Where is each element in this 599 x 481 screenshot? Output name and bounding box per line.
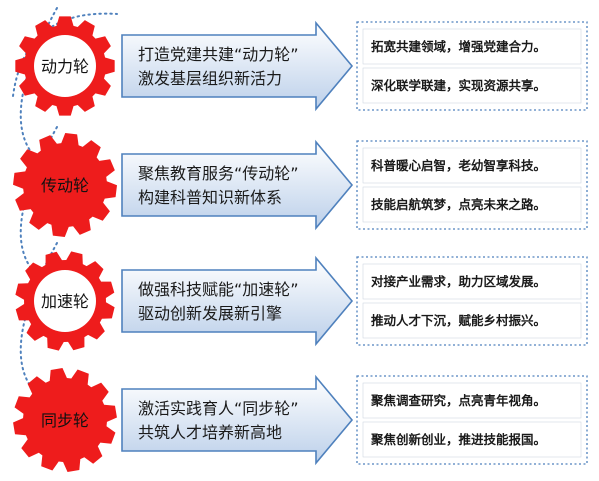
gear-label: 同步轮	[41, 411, 89, 430]
bullet-item-text: 深化联学联建，实现资源共享。	[371, 78, 546, 93]
gear-teeth-shape	[13, 133, 117, 237]
arrow-shape-2	[121, 139, 354, 231]
bullet-item-text: 聚焦调查研究，点亮青年视角。	[370, 393, 546, 408]
arrow-text-line: 激发基层组织新活力	[138, 69, 282, 88]
bullet-item-bg	[362, 147, 582, 184]
row-1: 动力轮 打造党建共建“动力轮” 激发基层组织新活力 拓宽共建领域，增强党建合力。深化联…	[15, 16, 588, 116]
gear-1: 动力轮	[15, 16, 115, 116]
gear-2: 传动轮	[13, 133, 117, 237]
gear-label: 动力轮	[41, 57, 89, 76]
arrow-text-line: 共筑人才培养新高地	[138, 423, 282, 442]
row-3: 加速轮 做强科技赋能“加速轮” 驱动创新发展新引擎 对接产业需求，助力区域发展。推动人…	[15, 251, 588, 351]
bullet-item-text: 聚焦创新创业，推进技能报国。	[370, 432, 546, 447]
connector-dotted-line-2	[19, 126, 58, 274]
bullet-item-bg	[362, 263, 582, 300]
bullet-item-bg	[362, 28, 582, 65]
bullet-box-2	[356, 140, 588, 230]
bullet-item-text: 拓宽共建领域，增强党建合力。	[371, 39, 546, 54]
gear-hub-circle	[34, 35, 96, 97]
arrow-text-line: 做强科技赋能“加速轮”	[138, 280, 299, 299]
arrow-text-line: 驱动创新发展新引擎	[138, 304, 282, 323]
gear-label: 传动轮	[41, 176, 89, 195]
bullet-item-text: 对接产业需求，助力区域发展。	[371, 274, 546, 289]
gear-3: 加速轮	[15, 251, 115, 351]
gear-hub-circle	[34, 270, 96, 332]
gear-teeth-shape	[13, 368, 117, 472]
bullet-item-bg	[362, 67, 582, 104]
bullet-box-4	[356, 375, 588, 465]
arrow-text-line: 打造党建共建“动力轮”	[138, 45, 299, 64]
bullet-item-text: 科普暖心启智，老幼智享科技。	[371, 158, 546, 173]
bullet-item-bg	[362, 302, 582, 339]
bullet-box-1	[356, 21, 588, 111]
row-2: 传动轮 聚焦教育服务“传动轮” 构建科普知识新体系 科普暖心启智，老幼智享科技。技能启…	[13, 133, 588, 237]
gear-label: 加速轮	[41, 292, 89, 311]
bullet-item-bg	[362, 186, 582, 223]
bullet-item-bg	[362, 382, 582, 419]
bullet-item-text: 推动人才下沉，赋能乡村振兴。	[371, 313, 546, 328]
row-4: 同步轮 激活实践育人“同步轮” 共筑人才培养新高地 聚焦调查研究，点亮青年视角。聚焦创…	[13, 368, 588, 472]
bullet-item-bg	[362, 421, 582, 458]
arrow-shape-4	[121, 374, 354, 466]
arrow-text-line: 构建科普知识新体系	[138, 188, 282, 207]
gear-4: 同步轮	[13, 368, 117, 472]
arrow-text-line: 激活实践育人“同步轮”	[138, 399, 299, 418]
arrow-shape-1	[121, 20, 354, 112]
bullet-box-3	[356, 256, 588, 346]
bullet-item-text: 技能启航筑梦，点亮未来之路。	[371, 197, 546, 212]
arrow-shape-3	[121, 255, 354, 347]
arrow-text-line: 聚焦教育服务“传动轮”	[138, 164, 299, 183]
